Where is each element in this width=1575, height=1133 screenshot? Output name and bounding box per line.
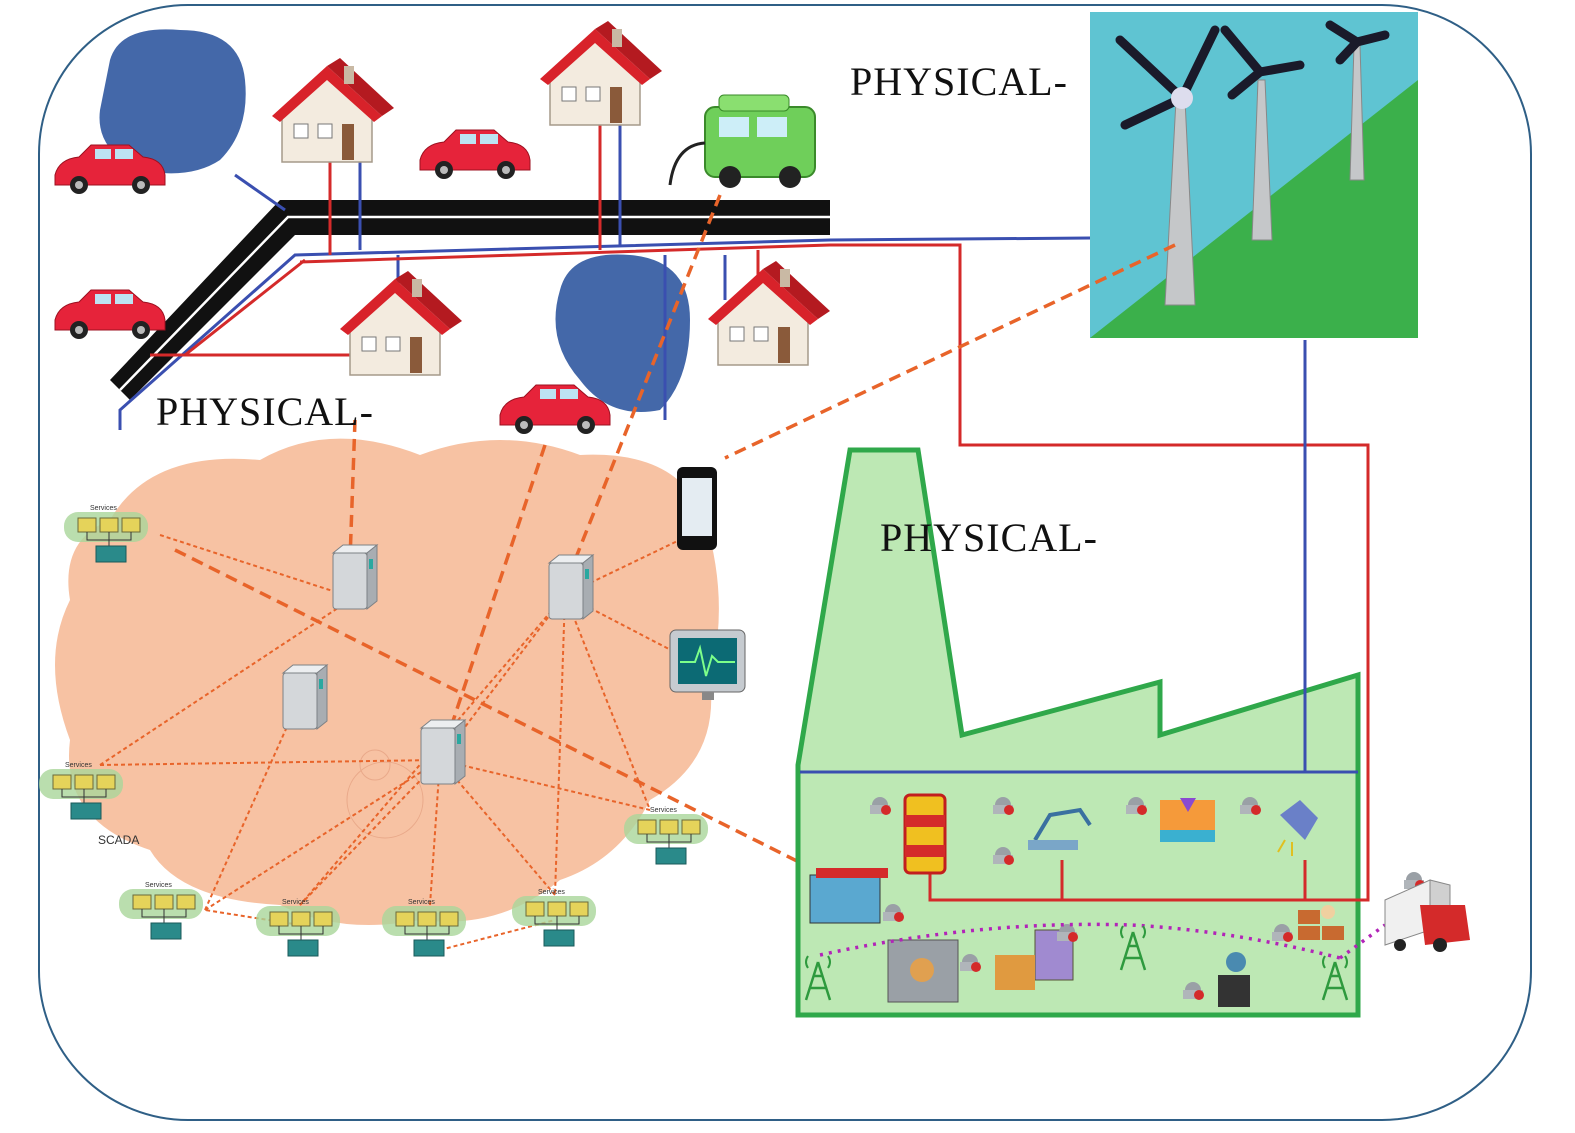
machine-tool-icon bbox=[809, 868, 888, 924]
svg-text:Services: Services bbox=[650, 807, 677, 814]
cyber-cloud bbox=[55, 438, 719, 925]
physical-label-left: PHYSICAL- bbox=[156, 389, 374, 434]
smartphone-icon bbox=[677, 467, 717, 550]
services-node-icon: Services bbox=[623, 807, 709, 865]
smog-cloud-left bbox=[99, 29, 246, 174]
electric-car-icon bbox=[668, 94, 816, 188]
svg-text:Services: Services bbox=[538, 889, 565, 896]
services-node-icon: Services bbox=[511, 889, 597, 947]
tank-icon bbox=[903, 793, 947, 875]
house-icon bbox=[539, 20, 663, 126]
diagram-frame bbox=[38, 4, 1532, 1121]
house-icon bbox=[339, 270, 463, 376]
truck-icon bbox=[1384, 879, 1470, 952]
server-icon bbox=[548, 554, 594, 620]
cyber-physical-links bbox=[174, 194, 1176, 877]
services-node-icon: Services bbox=[63, 505, 149, 563]
welding-icon bbox=[1277, 800, 1318, 856]
conveyor-icon bbox=[887, 939, 959, 1003]
svg-text:Services: Services bbox=[145, 882, 172, 889]
svg-text:Services: Services bbox=[65, 762, 92, 769]
boxes-icon bbox=[1298, 905, 1344, 940]
worker-icon bbox=[1218, 952, 1250, 1007]
scada-label: SCADA bbox=[98, 833, 139, 847]
car-icon bbox=[419, 129, 531, 180]
physical-label-factory: PHYSICAL- bbox=[880, 515, 1098, 560]
services-node-icon: Services bbox=[381, 899, 467, 957]
svg-text:Services: Services bbox=[282, 899, 309, 906]
wireless-links bbox=[819, 922, 1341, 960]
house-icon bbox=[271, 57, 395, 163]
smog-cloud-mid bbox=[555, 254, 690, 412]
services-node-icon: Services bbox=[38, 762, 124, 820]
svg-text:Services: Services bbox=[408, 899, 435, 906]
monitor-icon bbox=[669, 629, 746, 700]
server-icon bbox=[282, 664, 328, 730]
services-node-icon: Services bbox=[255, 899, 341, 957]
wind-turbine-icon bbox=[1090, 12, 1418, 338]
robot-arm-icon bbox=[1028, 807, 1092, 850]
svg-text:Services: Services bbox=[90, 505, 117, 512]
physical-label-top: PHYSICAL- bbox=[850, 59, 1068, 104]
server-icon bbox=[420, 719, 466, 785]
car-icon bbox=[54, 289, 166, 340]
road bbox=[110, 200, 830, 400]
services-node-icon: Services bbox=[118, 882, 204, 940]
press-machine-icon bbox=[1160, 798, 1215, 842]
server-icon bbox=[332, 544, 378, 610]
